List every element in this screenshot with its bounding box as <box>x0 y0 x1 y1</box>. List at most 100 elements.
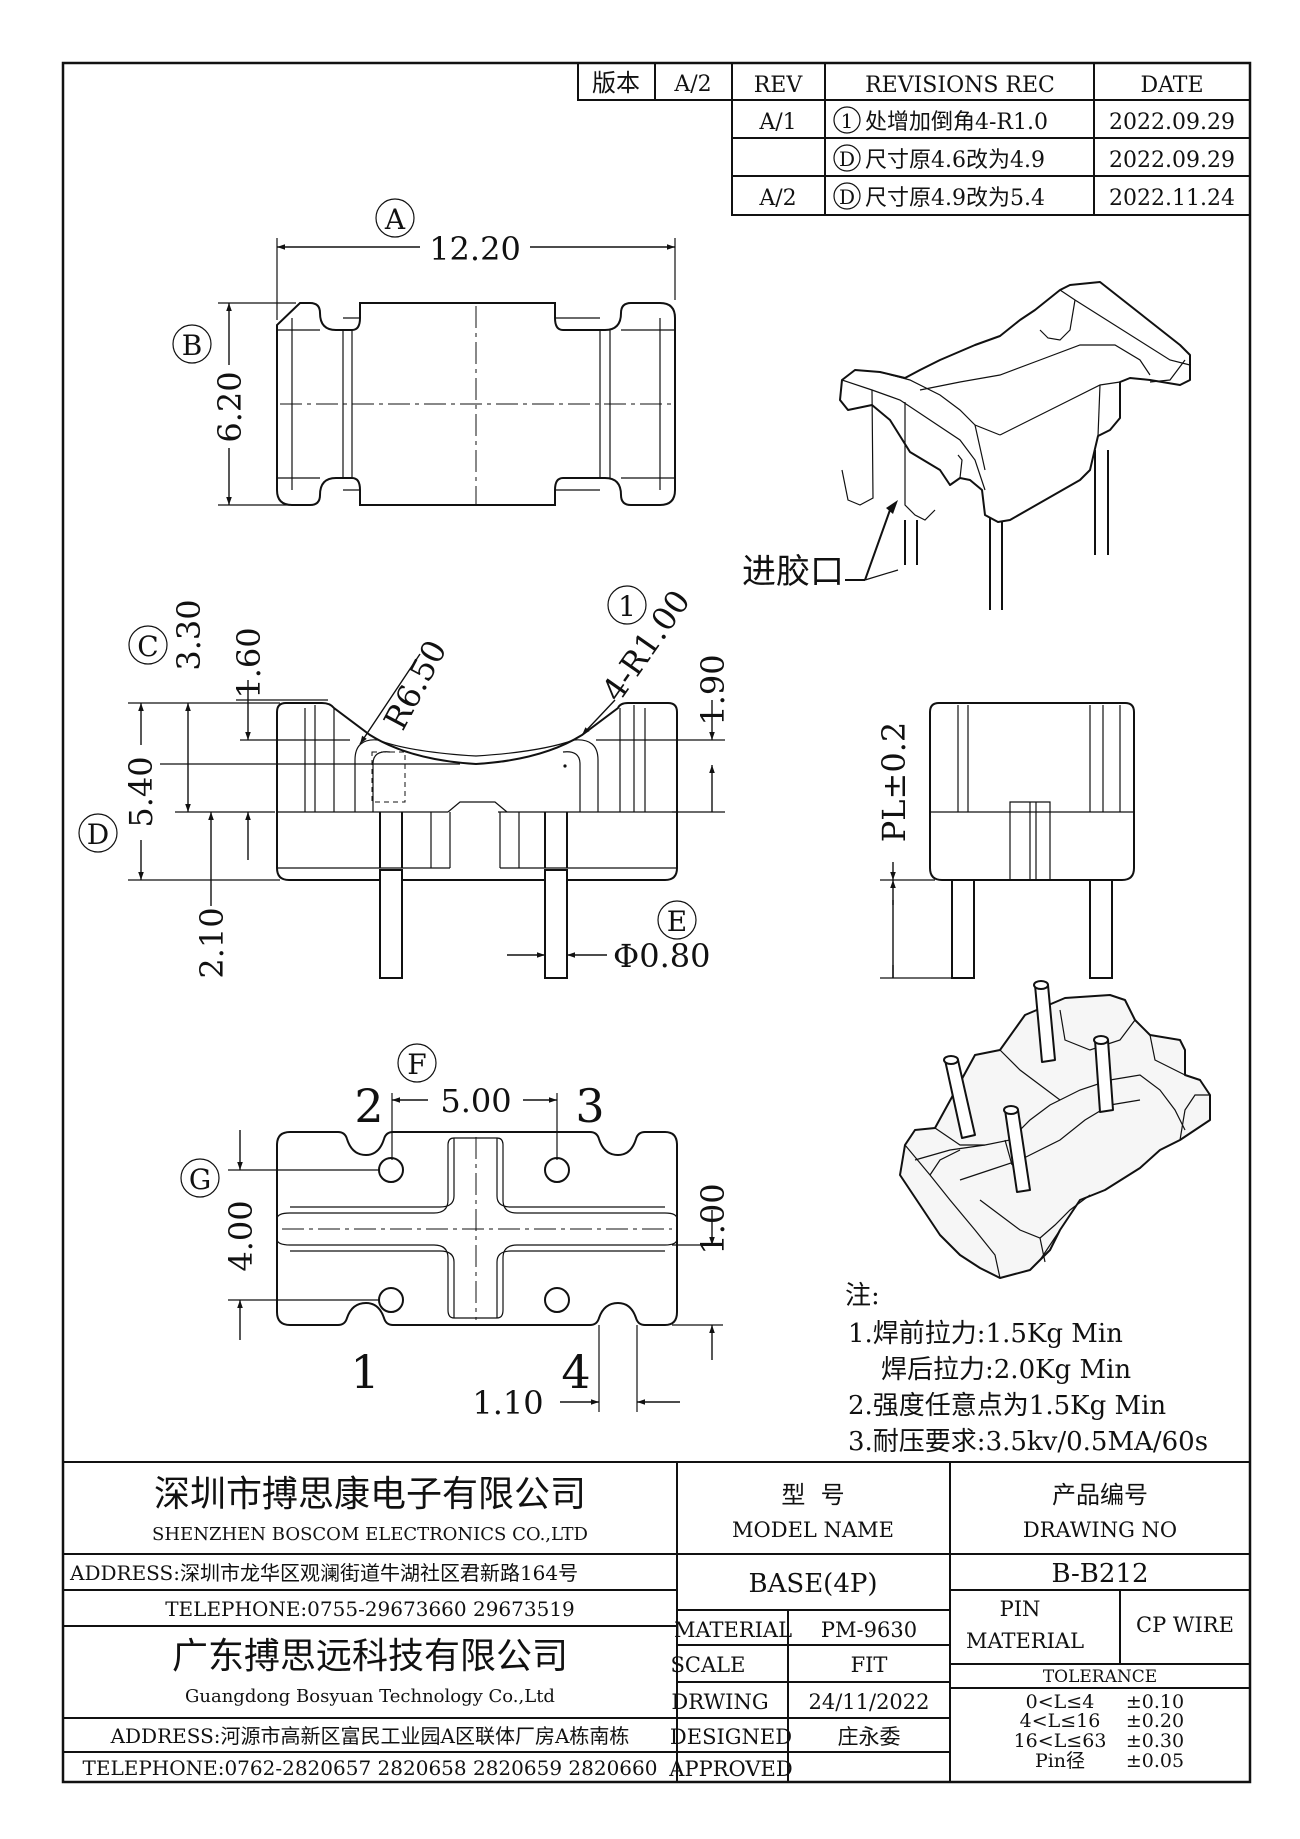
telephone2: TELEPHONE:0762-2820657 2820658 2820659 2… <box>83 1756 658 1780</box>
company1-en: SHENZHEN BOSCOM ELECTRONICS CO.,LTD <box>152 1524 588 1545</box>
marker-g-circle <box>180 1158 220 1198</box>
note-line-3: 2.强度任意点为1.5Kg Min <box>848 1391 1166 1421</box>
revision-table: 版本 A/2 REV REVISIONS REC DATE A/1 1 处增加倒… <box>577 62 1251 216</box>
dim-110: 1.10 <box>472 1384 543 1422</box>
front-view: 5.40 D 3.30 C 1.60 2.10 R6.50 4-R1.00 1 … <box>78 583 732 979</box>
address2: ADDRESS:河源市高新区富民工业园A区联体厂房A栋南栋 <box>110 1724 630 1748</box>
dim-540: 5.40 <box>122 756 160 827</box>
material-value: PM-9630 <box>821 1618 917 1642</box>
rev-row3-mark: D <box>839 185 855 209</box>
marker-e: E <box>667 905 687 938</box>
rev-row1-rev: A/1 <box>758 110 796 135</box>
title-block: 深圳市搏思康电子有限公司 SHENZHEN BOSCOM ELECTRONICS… <box>63 1461 1250 1782</box>
tolerance-range-4: Pin径 <box>1035 1750 1085 1772</box>
model-name-value: BASE(4P) <box>749 1569 878 1599</box>
rev-row3-rev: A/2 <box>758 186 796 211</box>
tolerance-range-3: 16<L≤63 <box>1014 1730 1107 1752</box>
rev-row2-mark-circle <box>833 144 861 172</box>
dim-r650: R6.50 <box>376 634 454 736</box>
note-line-1: 1.焊前拉力:1.5Kg Min <box>848 1319 1123 1349</box>
rev-version-value: A/2 <box>673 72 711 97</box>
tolerance-range-2: 4<L≤16 <box>1020 1710 1101 1732</box>
notes: 注: 1.焊前拉力:1.5Kg Min 焊后拉力:2.0Kg Min 2.强度任… <box>845 1281 1208 1457</box>
rev-row1-mark: 1 <box>841 109 854 133</box>
marker-b-circle <box>172 324 212 364</box>
drawing-date-value: 24/11/2022 <box>808 1690 929 1714</box>
rev-row3-text: 尺寸原4.9改为5.4 <box>865 186 1045 211</box>
pin-number-4: 4 <box>561 1345 590 1399</box>
marker-d-circle <box>78 813 118 853</box>
notes-title: 注: <box>845 1281 880 1311</box>
note-line-4: 3.耐压要求:3.5kv/0.5MA/60s <box>848 1427 1208 1457</box>
rev-row1-text: 处增加倒角4-R1.0 <box>865 110 1048 135</box>
dim-160: 1.60 <box>230 627 268 698</box>
marker-f: F <box>407 1048 426 1081</box>
rev-header-date: DATE <box>1140 73 1203 98</box>
tolerance-value-2: ±0.20 <box>1126 1710 1184 1732</box>
company2-en: Guangdong Bosyuan Technology Co.,Ltd <box>185 1686 555 1707</box>
tolerance-value-3: ±0.30 <box>1126 1730 1184 1752</box>
drawing-no-value: B-B212 <box>1051 1559 1148 1589</box>
pin-number-2: 2 <box>354 1079 383 1133</box>
drawing-no-cn: 产品编号 <box>1052 1481 1148 1509</box>
top-view: 12.20 A 6.20 B <box>172 198 676 506</box>
pin-material-label-1: PIN <box>1000 1597 1041 1621</box>
dim-210: 2.10 <box>193 907 231 978</box>
marker-d: D <box>87 818 109 851</box>
rev-row2-date: 2022.09.29 <box>1109 148 1235 173</box>
isometric-view-top: 进胶口 <box>742 281 1191 610</box>
marker-a-circle <box>375 198 415 238</box>
telephone1: TELEPHONE:0755-29673660 29673519 <box>165 1597 575 1621</box>
dim-row: 4.00 <box>222 1200 260 1271</box>
dim-pitch: 5.00 <box>440 1082 511 1120</box>
marker-b: B <box>182 329 203 362</box>
tolerance-value-1: ±0.10 <box>1126 1691 1184 1713</box>
marker-c-circle <box>128 625 168 665</box>
tolerance-value-4: ±0.05 <box>1126 1750 1184 1772</box>
marker-f-circle <box>397 1043 437 1083</box>
approved-label: APPROVED <box>668 1757 792 1781</box>
side-view: PL±0.2 <box>875 702 1135 979</box>
marker-1-circle <box>607 585 647 625</box>
scale-value: FIT <box>851 1653 888 1677</box>
dim-pl: PL±0.2 <box>875 722 913 842</box>
marker-a: A <box>384 203 406 236</box>
rev-version-label: 版本 <box>592 69 640 97</box>
dim-pin-dia: Φ0.80 <box>613 937 710 975</box>
dim-100: 1.00 <box>694 1183 732 1254</box>
isometric-view-bottom <box>899 980 1211 1279</box>
company1-cn: 深圳市搏思康电子有限公司 <box>154 1474 586 1515</box>
dim-width: 12.20 <box>429 230 521 268</box>
dim-190: 1.90 <box>694 654 732 725</box>
rev-header-records: REVISIONS REC <box>865 73 1055 98</box>
designed-label: DESIGNED <box>670 1725 792 1749</box>
marker-e-circle <box>657 900 697 940</box>
note-line-2: 焊后拉力:2.0Kg Min <box>881 1355 1131 1385</box>
address1: ADDRESS:深圳市龙华区观澜街道牛湖社区君新路164号 <box>69 1561 578 1585</box>
pin-material-label-2: MATERIAL <box>966 1629 1084 1653</box>
pin-number-1: 1 <box>350 1345 379 1399</box>
gate-label: 进胶口 <box>742 552 844 592</box>
dim-330: 3.30 <box>170 599 208 670</box>
rev-row3-mark-circle <box>833 182 861 210</box>
designed-value: 庄永委 <box>838 1725 901 1749</box>
rev-row2-mark: D <box>839 147 855 171</box>
gate-pointer <box>886 500 898 514</box>
marker-c: C <box>137 630 158 663</box>
rev-row1-mark-circle <box>833 106 861 134</box>
rev-row1-date: 2022.09.29 <box>1109 110 1235 135</box>
company2-cn: 广东搏思远科技有限公司 <box>172 1636 568 1677</box>
scale-label: SCALE <box>671 1653 746 1677</box>
marker-1: 1 <box>618 590 636 623</box>
drawing-date-label: DRWING <box>671 1690 768 1714</box>
marker-g: G <box>189 1163 211 1196</box>
rev-row2-text: 尺寸原4.6改为4.9 <box>865 148 1045 173</box>
tolerance-label: TOLERANCE <box>1043 1667 1157 1687</box>
model-name-cn: 型 号 <box>781 1481 844 1509</box>
rev-row3-date: 2022.11.24 <box>1109 186 1235 211</box>
material-label: MATERIAL <box>674 1618 792 1642</box>
drawing-no-en: DRAWING NO <box>1023 1518 1177 1542</box>
bottom-view: 2 3 1 4 5.00 F 4.00 G 1.00 1.10 <box>180 1043 732 1422</box>
rev-header-rev: REV <box>754 73 804 98</box>
